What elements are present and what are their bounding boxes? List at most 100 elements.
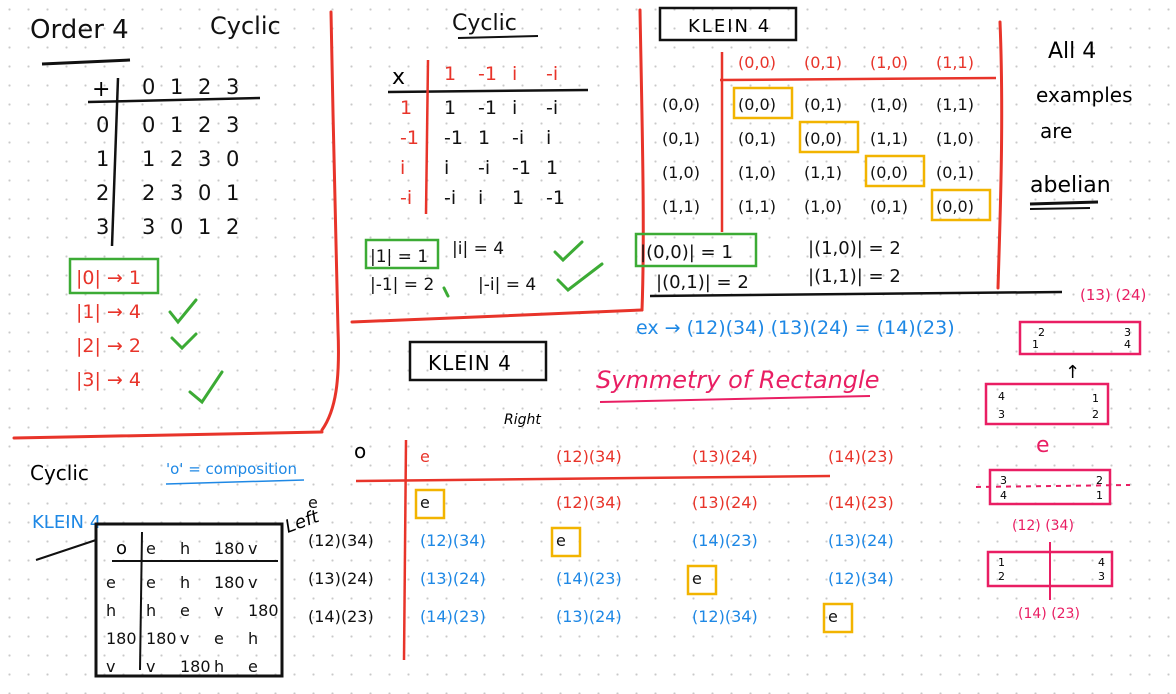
element-order: |0| → 1 — [76, 267, 141, 289]
order4-title: Order 4 — [30, 15, 129, 45]
table-cell: (0,0) — [870, 163, 908, 182]
table-cell: 180 — [146, 629, 177, 648]
table-cell: e — [214, 629, 224, 648]
table-header-cell: (13)(24) — [692, 447, 758, 466]
table-cell: (1,1) — [870, 129, 908, 148]
table-cell: (12)(34) — [692, 607, 758, 626]
note-line-1: All 4 — [1048, 39, 1096, 64]
table-header-cell: h — [180, 539, 190, 558]
note-underline — [1029, 200, 1099, 206]
table-cell: 180 — [248, 601, 279, 620]
table-cell: (12)(34) — [556, 493, 622, 512]
table-cell: 180 — [214, 573, 245, 592]
table-cell: 1 — [546, 157, 558, 179]
table-cell: (1,0) — [738, 163, 776, 182]
cyclic-complex-title-underline — [457, 35, 539, 39]
table-cell: (12)(34) — [420, 531, 486, 550]
rect-top-corner-tl2: 2 — [1038, 326, 1045, 339]
element-order: |(0,0)| = 1 — [640, 242, 733, 263]
rect-lower-label: (12) (34) — [1012, 518, 1074, 534]
table-cell: (12)(34) — [828, 569, 894, 588]
order4-subtitle: Cyclic — [210, 12, 281, 40]
identity-highlight-box — [930, 188, 992, 222]
table-cell: -1 — [546, 187, 565, 209]
klein-rotation-title-1: Cyclic — [30, 461, 89, 485]
divider-right-vertical — [996, 20, 1004, 290]
klein-pairs-header-row: (0,0)(0,1)(1,0)(1,1) — [738, 53, 974, 72]
table-header-cell: 0 — [142, 75, 155, 99]
table-row-label: 3 — [96, 215, 109, 239]
cyclic-complex-table-vline — [424, 59, 430, 215]
table-cell: h — [248, 629, 258, 648]
rect-top-label: (13) (24) — [1080, 286, 1146, 304]
klein-perm-header-row: e(12)(34)(13)(24)(14)(23) — [420, 447, 894, 466]
table-cell: (1,0) — [936, 129, 974, 148]
table-cell: i — [444, 157, 449, 179]
table-cell: 1 — [478, 127, 490, 149]
table-cell: 3 — [142, 215, 155, 239]
klein-rotation-title-2: KLEIN 4 — [32, 512, 101, 533]
element-order: |(1,1)| = 2 — [808, 266, 901, 287]
element-order: |-i| = 4 — [478, 275, 536, 295]
table-cell: (1,0) — [870, 95, 908, 114]
table-header-cell: (1,0) — [870, 53, 908, 72]
rectangle-diagrams: (13) (24) 1 2 3 4 ↑ 4 3 1 2 e 3 4 2 1 (1… — [975, 286, 1146, 622]
table-cell: (14)(23) — [692, 531, 758, 550]
table-cell: e — [420, 493, 430, 512]
cyclic-complex-table-hline — [387, 88, 589, 94]
divider-left-horizontal — [12, 430, 324, 440]
klein-perm-title-box — [408, 340, 548, 382]
klein-perm-title: KLEIN 4 — [428, 351, 512, 375]
rect-top — [1018, 320, 1142, 356]
identity-highlight-box — [822, 602, 854, 634]
cyclic-complex-element-orders: |1| = 1|i| = 4|-1| = 2|-i| = 4 — [370, 239, 536, 295]
note-line-4: abelian — [1030, 173, 1111, 198]
note-line-3: are — [1040, 119, 1072, 143]
element-order: |1| → 4 — [76, 301, 141, 323]
element-order: |2| → 2 — [76, 335, 141, 357]
table-header-cell: v — [248, 539, 257, 558]
table-cell: v — [180, 629, 189, 648]
table-header-cell: (14)(23) — [828, 447, 894, 466]
rect-top-corner-tr: 3 — [1124, 326, 1131, 339]
klein-perm-identity-boxes — [414, 488, 854, 634]
table-row-label: e — [106, 573, 116, 592]
order4-title-underline — [41, 58, 131, 66]
rect-bottom-corner-tr: 4 — [1098, 556, 1105, 569]
order4-identity-box — [68, 257, 160, 295]
klein-perm-table-hline — [355, 474, 831, 483]
table-cell: i — [512, 97, 517, 119]
table-row-label: 0 — [96, 113, 109, 137]
table-row-label: (13)(24) — [308, 569, 374, 588]
identity-highlight-box — [550, 526, 582, 558]
table-row-label: (1,0) — [662, 163, 700, 182]
rect-mid-corner-bl: 3 — [998, 408, 1005, 421]
cyclic-complex-checkmarks — [442, 240, 604, 298]
table-row-label: (0,1) — [662, 129, 700, 148]
klein-rotation-pointer — [35, 539, 97, 561]
identity-highlight-box — [732, 86, 794, 120]
section-dividers — [12, 8, 1004, 440]
table-cell: (1,0) — [804, 197, 842, 216]
table-row-label: -1 — [400, 127, 419, 149]
klein-perm-table-vline — [402, 439, 408, 661]
table-row-label: 2 — [96, 181, 109, 205]
order4-op: + — [92, 77, 110, 102]
rect-mid-label: e — [1036, 433, 1050, 458]
cyclic-complex-title: Cyclic — [452, 11, 517, 36]
table-cell: (14)(23) — [556, 569, 622, 588]
divider-mid-horizontal — [350, 308, 644, 324]
element-order: |3| → 4 — [76, 369, 141, 391]
table-header-cell: 1 — [444, 63, 456, 85]
table-cell: e — [180, 601, 190, 620]
table-cell: 3 — [170, 181, 183, 205]
table-header-cell: -i — [546, 63, 558, 85]
klein-perm-op: o — [354, 439, 366, 463]
table-cell: (0,1) — [870, 197, 908, 216]
identity-highlight-box — [864, 154, 926, 188]
table-cell: (13)(24) — [828, 531, 894, 550]
